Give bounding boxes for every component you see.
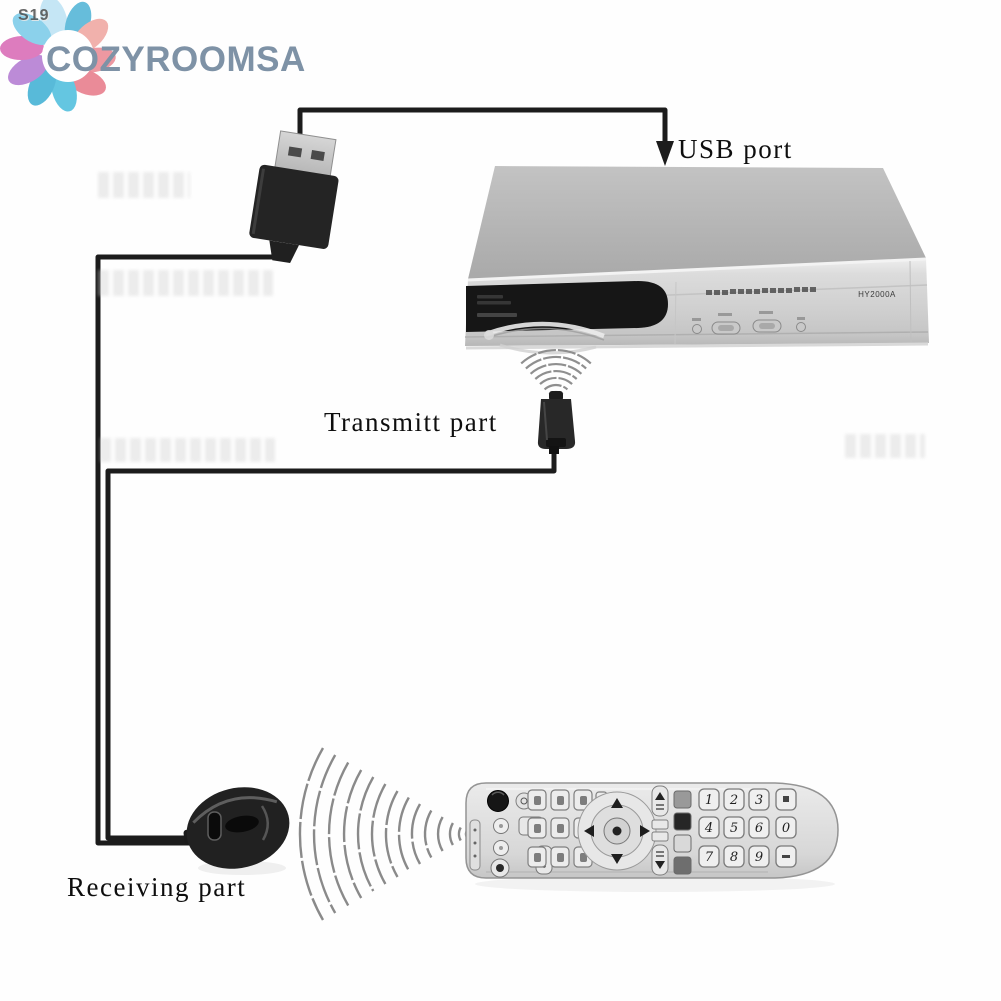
remote-key-6: 6 [755, 821, 763, 836]
transmitter-cable [105, 448, 557, 841]
ir-transmitter [537, 391, 576, 454]
remote-key-3: 3 [755, 793, 763, 808]
brand-logo-text: COZYROOMSA [46, 40, 306, 79]
watermark-smudge [98, 172, 190, 198]
remote-key-4: 4 [704, 821, 713, 836]
remote-key-7: 7 [705, 850, 714, 865]
usb-port-arrow-icon [656, 141, 674, 166]
usb-cable-to-box [297, 107, 674, 166]
transmit-part-label: Transmitt part [324, 407, 498, 437]
remote-key-1: 1 [705, 793, 713, 808]
remote-dpad [577, 791, 657, 871]
stb-front-buttons [692, 311, 806, 335]
brand-flower-icon [0, 0, 116, 112]
set-top-box: HY2000A [464, 166, 929, 355]
ir-waves-transmitter-icon [520, 349, 592, 396]
watermark-smudge [845, 434, 925, 458]
remote-key-9: 9 [755, 850, 763, 865]
watermark-smudge [100, 438, 275, 462]
receiving-part-label: Receiving part [67, 872, 247, 902]
stb-display-logo-smudge [477, 295, 517, 317]
stb-display-window [466, 281, 668, 332]
remote-shade-buttons [673, 790, 692, 875]
remote-key-2: 2 [729, 793, 738, 808]
remote-key-0: 0 [782, 821, 790, 836]
remote-control: 1 2 3 4 5 6 7 8 9 0 [465, 782, 839, 892]
stb-panel-text-smudge [706, 287, 816, 295]
remote-key-8: 8 [730, 850, 738, 865]
watermark-code: S19 [18, 7, 50, 24]
remote-rocker-buttons [651, 785, 669, 876]
usb-plug [249, 130, 339, 264]
remote-keypad: 1 2 3 4 5 6 7 8 9 0 [698, 788, 797, 868]
remote-power-button [487, 790, 509, 812]
receiver-cable [95, 254, 283, 846]
watermark-smudge [98, 270, 273, 296]
stb-model-label: HY2000A [858, 290, 896, 299]
remote-key-5: 5 [730, 821, 738, 836]
ir-receiver [183, 787, 290, 875]
usb-port-label: USB port [678, 134, 793, 164]
ir-waves-remote-icon [298, 747, 468, 921]
